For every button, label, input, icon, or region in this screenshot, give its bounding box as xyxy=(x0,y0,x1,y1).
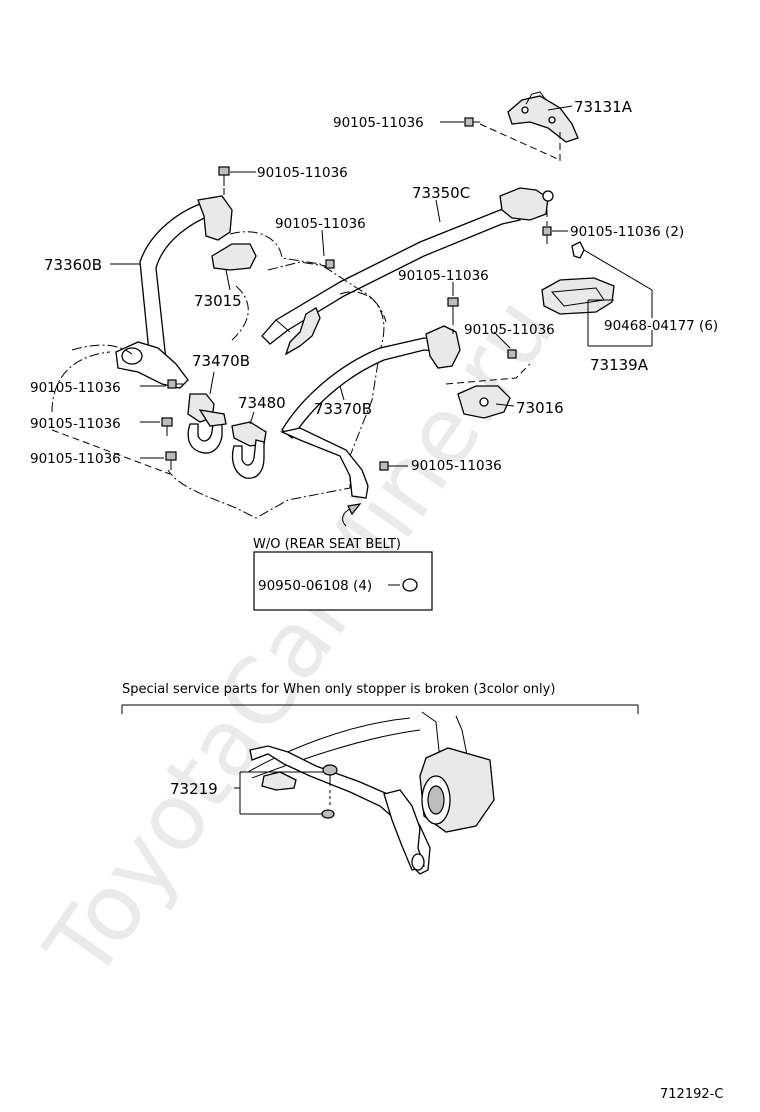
box-part-number: 90950-06108 (4) xyxy=(258,578,372,594)
bolt-icon xyxy=(542,226,552,244)
label-bolt-3: 90105-11036 xyxy=(275,216,366,232)
label-73350c: 73350C xyxy=(412,184,470,202)
label-bolt-4: 90105-11036 (2) xyxy=(570,224,684,240)
cover-73015 xyxy=(211,243,257,271)
cover-73016 xyxy=(457,385,511,419)
label-73360b: 73360B xyxy=(44,256,102,274)
label-bolt-1: 90105-11036 xyxy=(333,115,424,131)
stopper-washer-icon xyxy=(321,809,335,819)
label-73015: 73015 xyxy=(194,292,242,310)
belt-73370b xyxy=(279,325,461,499)
label-73370b: 73370B xyxy=(314,400,372,418)
retractor-assembly xyxy=(247,711,495,875)
label-bolt-9: 90105-11036 xyxy=(464,322,555,338)
bolt-icon xyxy=(447,297,459,318)
label-73016: 73016 xyxy=(516,399,564,417)
label-73139a: 73139A xyxy=(590,356,649,374)
cover-73139a xyxy=(541,241,615,315)
label-bolt-6: 90105-11036 xyxy=(30,416,121,432)
rear-seat-belt-box: W/O (REAR SEAT BELT) 90950-06108 (4) xyxy=(253,537,433,611)
stopper-button-icon xyxy=(322,764,338,776)
bolt-icon xyxy=(464,117,480,127)
bracket-73131a xyxy=(507,91,579,143)
label-73470b: 73470B xyxy=(192,352,250,370)
label-73131a: 73131A xyxy=(574,98,633,116)
box-title: W/O (REAR SEAT BELT) xyxy=(253,537,401,552)
bolt-icon xyxy=(167,379,184,389)
bolt-icon xyxy=(218,166,230,186)
bolt-icon xyxy=(507,349,517,359)
guide-rail-73350c xyxy=(261,187,554,345)
bolt-icon xyxy=(165,451,177,470)
label-bolt-7: 90105-11036 xyxy=(30,451,121,467)
label-bolt-8: 90105-11036 xyxy=(398,268,489,284)
label-bolt-10: 90105-11036 xyxy=(411,458,502,474)
belt-73360b xyxy=(115,195,233,389)
bolt-icon xyxy=(161,417,173,436)
label-clip: 90468-04177 (6) xyxy=(604,318,718,334)
buckle-73480 xyxy=(231,421,267,479)
diagram-code: 712192-C xyxy=(660,1087,723,1102)
bolt-icon xyxy=(325,259,335,269)
label-73219: 73219 xyxy=(170,780,218,798)
label-bolt-2: 90105-11036 xyxy=(257,165,348,181)
label-bolt-5: 90105-11036 xyxy=(30,380,121,396)
plug-icon xyxy=(402,578,418,592)
label-73480: 73480 xyxy=(238,394,286,412)
bolt-icon xyxy=(379,461,396,471)
buckle-73470b xyxy=(187,393,227,454)
service-note: Special service parts for When only stop… xyxy=(122,682,555,697)
